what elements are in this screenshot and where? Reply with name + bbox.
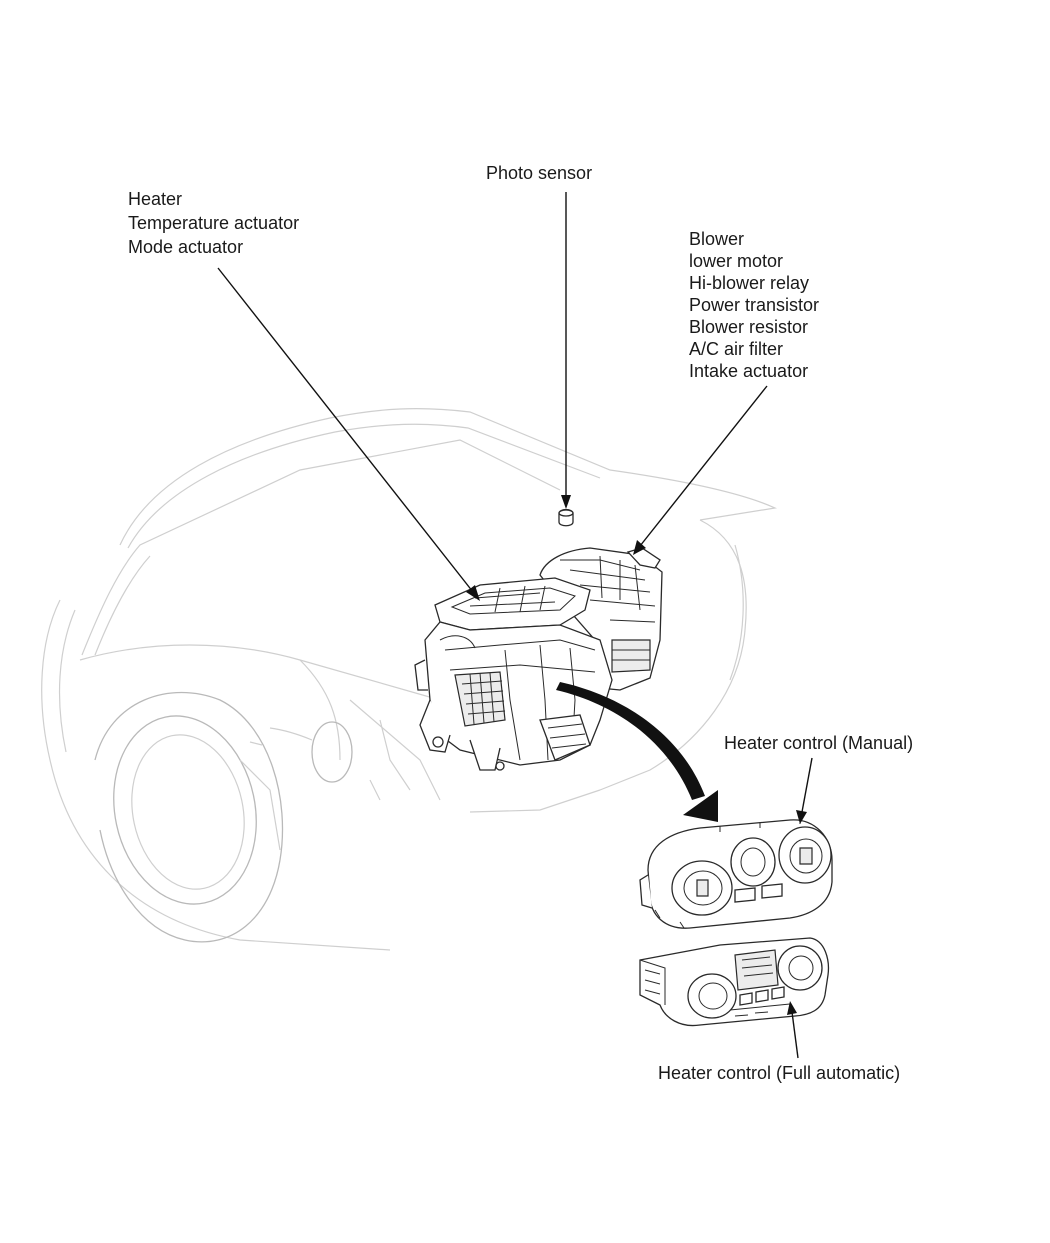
label-lower-motor: lower motor <box>689 251 784 271</box>
leader-photo-sensor-arrowhead <box>561 495 571 509</box>
leader-heater <box>217 267 474 593</box>
label-hi-blower-relay: Hi-blower relay <box>689 273 810 293</box>
label-intake-actuator: Intake actuator <box>689 361 809 381</box>
heater-control-auto-part <box>639 937 830 1027</box>
leader-blower-arrowhead <box>633 540 646 555</box>
heater-control-manual-part <box>639 818 833 929</box>
label-heater-control-manual: Heater control (Manual) <box>724 733 914 753</box>
leader-blower <box>639 385 768 547</box>
hvac-module <box>414 547 663 771</box>
leader-heater-arrowhead <box>466 585 480 601</box>
label-mode-actuator: Mode actuator <box>128 237 244 257</box>
label-blower-group: Blower lower motor Hi-blower relay Power… <box>689 228 819 382</box>
label-power-transistor: Power transistor <box>689 295 820 315</box>
leader-lines <box>217 192 813 1059</box>
label-blower: Blower <box>689 229 745 249</box>
label-blower-resistor: Blower resistor <box>689 317 809 337</box>
label-ac-air-filter: A/C air filter <box>689 339 784 359</box>
vehicle-outline <box>41 408 778 951</box>
label-temperature-actuator: Temperature actuator <box>128 213 300 233</box>
leader-auto-arrowhead <box>787 1001 797 1015</box>
leader-manual-arrowhead <box>796 810 807 824</box>
label-heater-control-auto: Heater control (Full automatic) <box>658 1063 901 1083</box>
leader-auto <box>791 1011 799 1059</box>
curved-arrow <box>556 682 718 822</box>
photo-sensor-part <box>558 508 574 527</box>
leader-manual <box>801 757 813 813</box>
label-heater-group: Heater Temperature actuator Mode actuato… <box>128 187 299 259</box>
label-heater: Heater <box>128 189 183 209</box>
label-photo-sensor: Photo sensor <box>486 163 593 183</box>
